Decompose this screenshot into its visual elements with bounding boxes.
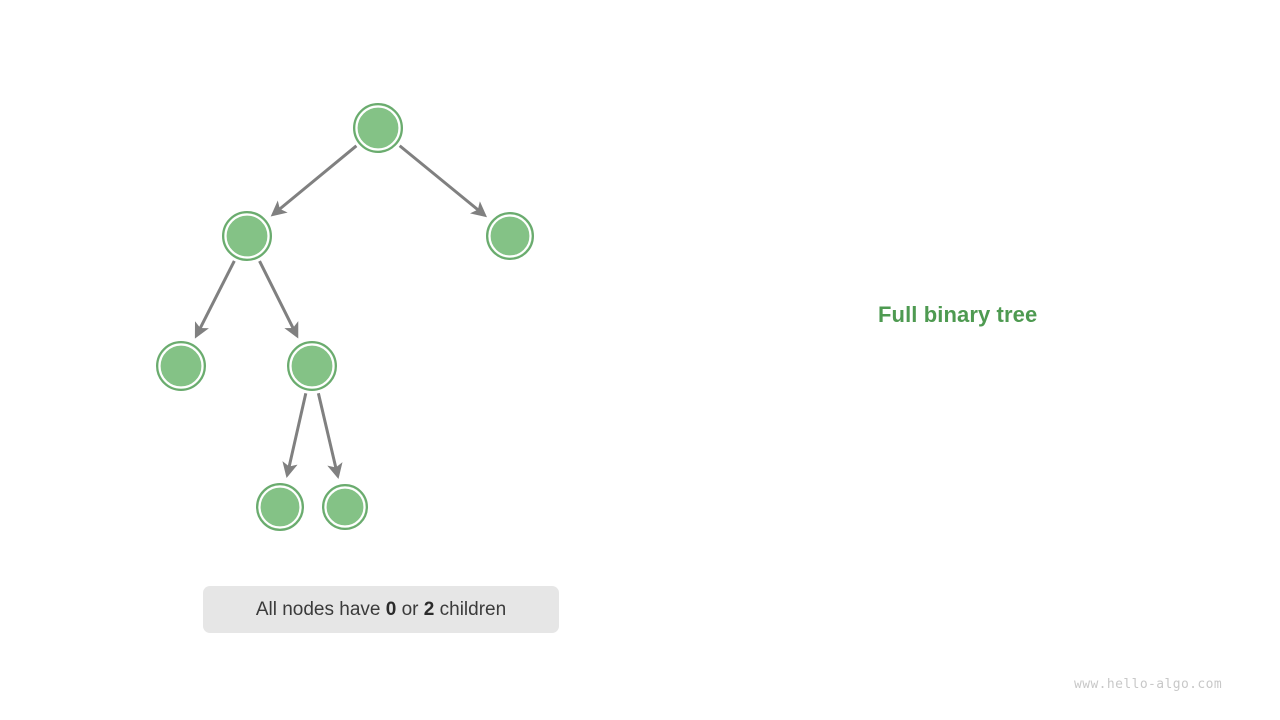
tree-node-gap xyxy=(324,486,366,528)
tree-node-core xyxy=(327,489,363,525)
tree-edge xyxy=(398,144,488,218)
tree-node-core xyxy=(358,108,398,148)
tree-node-gap xyxy=(488,214,532,258)
tree-node xyxy=(353,103,403,153)
tree-node-core xyxy=(161,346,201,386)
tree-node-gap xyxy=(258,485,302,529)
tree-edge xyxy=(194,260,236,339)
tree-edge xyxy=(316,392,343,480)
tree-node-layer xyxy=(156,103,534,531)
caption-prefix: All nodes have xyxy=(255,598,386,620)
tree-node xyxy=(256,483,304,531)
tree-node-core xyxy=(491,217,529,255)
caption-middle: or xyxy=(396,598,424,620)
page-title: Full binary tree xyxy=(878,302,1038,327)
tree-edge xyxy=(282,392,308,479)
tree-edge xyxy=(270,144,358,217)
tree-node-gap xyxy=(224,213,270,259)
tree-node xyxy=(322,484,368,530)
tree-edge-layer xyxy=(194,144,488,480)
caption-label: All nodes have 0 or 2 children xyxy=(256,599,506,621)
tree-node-gap xyxy=(355,105,401,151)
tree-node-core xyxy=(292,346,332,386)
caption-suffix: children xyxy=(434,598,507,620)
tree-node xyxy=(486,212,534,260)
caption-first-value: 0 xyxy=(385,598,397,620)
caption-second-value: 2 xyxy=(423,598,435,620)
tree-node-core xyxy=(261,488,299,526)
tree-node xyxy=(222,211,272,261)
tree-node-gap xyxy=(158,343,204,389)
watermark: www.hello-algo.com xyxy=(1074,677,1223,692)
tree-node-gap xyxy=(289,343,335,389)
tree-edge xyxy=(258,260,299,339)
tree-node-core xyxy=(227,216,267,256)
caption-box: All nodes have 0 or 2 children xyxy=(203,586,559,633)
tree-node xyxy=(287,341,337,391)
tree-node xyxy=(156,341,206,391)
